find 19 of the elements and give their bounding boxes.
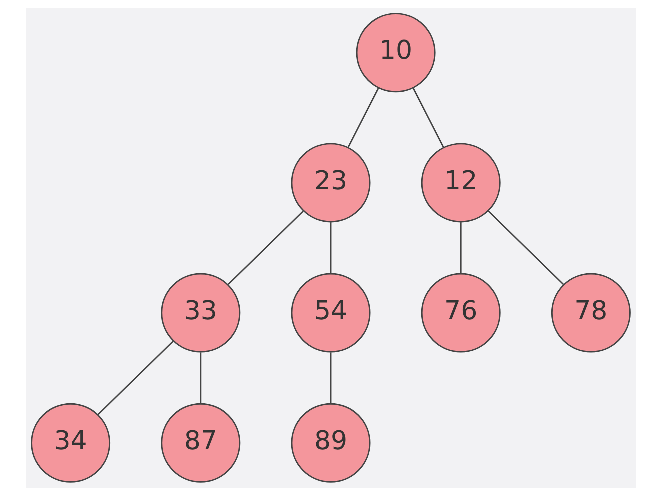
connector <box>460 222 462 274</box>
node-circle: 54 <box>290 273 370 353</box>
connector <box>227 210 304 286</box>
connector <box>330 352 332 404</box>
node-circle: 76 <box>420 273 500 353</box>
connector <box>347 88 379 148</box>
connector <box>330 222 332 274</box>
node-circle: 23 <box>290 143 370 223</box>
node-circle: 33 <box>160 273 240 353</box>
node-circle: 87 <box>160 403 240 483</box>
connector <box>200 352 202 404</box>
node-circle: 10 <box>356 13 436 93</box>
connector <box>412 88 444 148</box>
node-circle: 89 <box>290 403 370 483</box>
node-circle: 12 <box>420 143 500 223</box>
node-circle: 34 <box>30 403 110 483</box>
connector <box>97 340 174 416</box>
node-circle: 78 <box>550 273 630 353</box>
connector <box>488 210 564 286</box>
